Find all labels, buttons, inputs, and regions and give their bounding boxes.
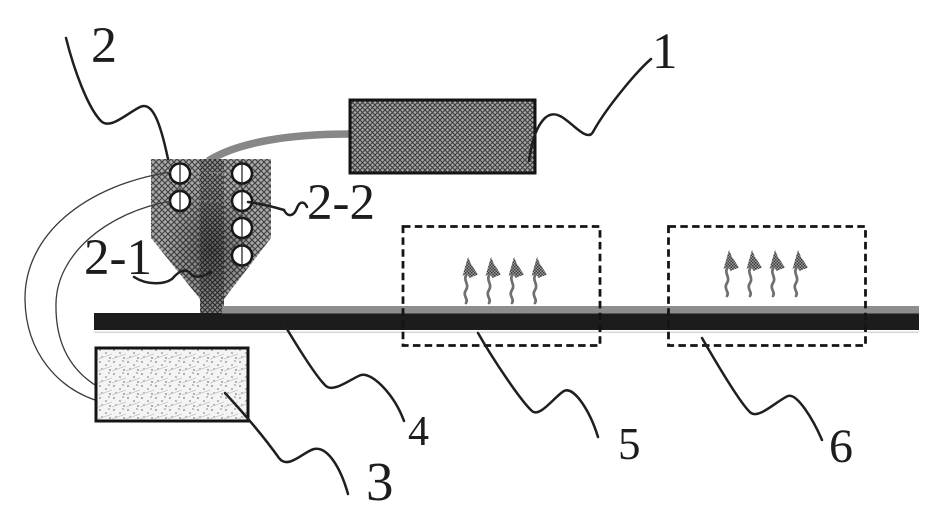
svg-text:4: 4 xyxy=(408,409,429,455)
svg-text:3: 3 xyxy=(366,451,394,512)
svg-text:1: 1 xyxy=(652,24,678,80)
svg-text:6: 6 xyxy=(829,420,853,473)
svg-text:2-1: 2-1 xyxy=(84,230,152,286)
svg-text:2-2: 2-2 xyxy=(307,175,375,231)
svg-text:2: 2 xyxy=(91,18,117,74)
svg-text:5: 5 xyxy=(618,419,641,469)
